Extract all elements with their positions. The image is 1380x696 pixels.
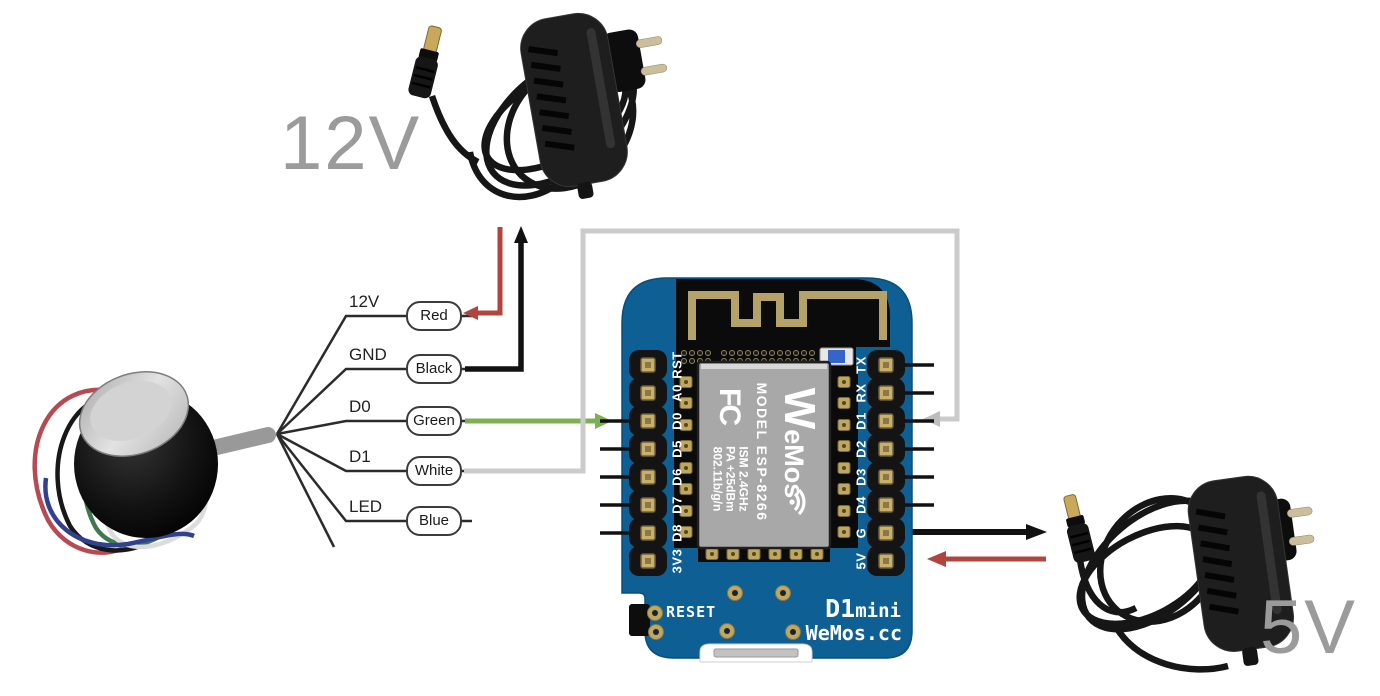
wire-pill-red: Red	[406, 301, 462, 331]
wire-pill-green: Green	[406, 406, 462, 436]
psu-5v-plug-pin	[1287, 506, 1313, 518]
psu-12v-plug-pin	[640, 63, 668, 76]
wire-signal-d1: D1	[349, 447, 371, 466]
board-name-mini: mini	[855, 600, 901, 622]
smd-led	[819, 347, 854, 366]
psu-12v-barrel-jack	[408, 25, 442, 99]
wemos-d1-mini-board	[600, 277, 934, 663]
wire-signal-gnd: GND	[349, 345, 387, 364]
psu-12v-body	[520, 12, 668, 199]
pin-label-tx: TX	[853, 356, 869, 374]
pin-label-5v: 5V	[853, 552, 869, 570]
wire-12v-red-arrow	[463, 227, 503, 320]
wire-signal-12v: 12V	[349, 292, 380, 311]
psu-5v-illustration	[1063, 475, 1315, 673]
left-pin-header	[628, 349, 668, 577]
pin-label-3v3: 3V3	[669, 548, 685, 574]
module-spec-ism: ISM 2.4GHz	[736, 446, 751, 512]
pin-label-d4: D4	[853, 496, 869, 514]
sensor-breakout-lines	[275, 314, 472, 548]
pin-ticks	[600, 363, 934, 535]
brand-site: WeMos.cc	[805, 621, 902, 645]
module-spec-80211: 802.11b/g/n	[710, 446, 725, 512]
pin-label-rx: RX	[853, 383, 869, 403]
pin-label-d1: D1	[853, 412, 869, 430]
module-model-text: MODEL ESP-8266	[754, 382, 770, 522]
psu-5v-barrel-jack	[1063, 494, 1095, 563]
wire-5v-ground-black-arrow	[908, 524, 1047, 540]
wire-gnd-black-arrow	[465, 226, 528, 372]
reset-label: RESET	[666, 603, 717, 621]
pin-label-rst: RST	[669, 351, 685, 379]
wire-5v-power-red-arrow	[927, 551, 1046, 567]
pin-label-a0: A0	[669, 384, 685, 402]
usb-connector	[699, 643, 813, 663]
wifi-arcs-icon	[789, 488, 806, 516]
wemos-logo-text: WeMos	[775, 387, 824, 499]
psu-5v-label: 5V	[1260, 585, 1357, 670]
module-spec-pa: PA +25dBm	[723, 446, 738, 512]
module-specs: ISM 2.4GHz PA +25dBm 802.11b/g/n	[710, 446, 751, 512]
psu-12v-illustration	[408, 12, 668, 201]
psu-5v-body	[1187, 475, 1315, 666]
pcb-antenna-trace	[688, 291, 887, 340]
pin-label-d0: D0	[669, 412, 685, 430]
pin-label-d5: D5	[669, 440, 685, 458]
fcc-mark: FC	[713, 388, 746, 424]
pin-label-d3: D3	[853, 468, 869, 486]
wire-d1-gray-wire	[464, 228, 960, 474]
wire-pill-white: White	[406, 456, 462, 486]
psu-12v-plug-pin	[635, 36, 663, 48]
pin-label-d8: D8	[669, 524, 685, 542]
pin-label-d7: D7	[669, 496, 685, 514]
board-name: D1mini	[806, 594, 901, 623]
pin-label-d2: D2	[853, 440, 869, 458]
pin-label-g: G	[853, 527, 869, 539]
right-pin-header	[866, 349, 906, 577]
wire-signal-d0: D0	[349, 397, 371, 416]
psu-12v-label: 12V	[280, 101, 422, 186]
reset-button	[629, 604, 650, 636]
psu-5v-plug-pin	[1288, 534, 1315, 546]
wire-d0-green-arrow	[465, 413, 612, 429]
sensor-metal-contact	[78, 371, 190, 457]
wire-signal-led: LED	[349, 497, 383, 516]
pin-label-d6: D6	[669, 468, 685, 486]
wire-pill-black: Black	[406, 354, 462, 384]
wire-pill-blue: Blue	[406, 506, 462, 536]
board-name-d1: D1	[825, 594, 856, 623]
ibutton-sensor-illustration	[32, 371, 276, 555]
